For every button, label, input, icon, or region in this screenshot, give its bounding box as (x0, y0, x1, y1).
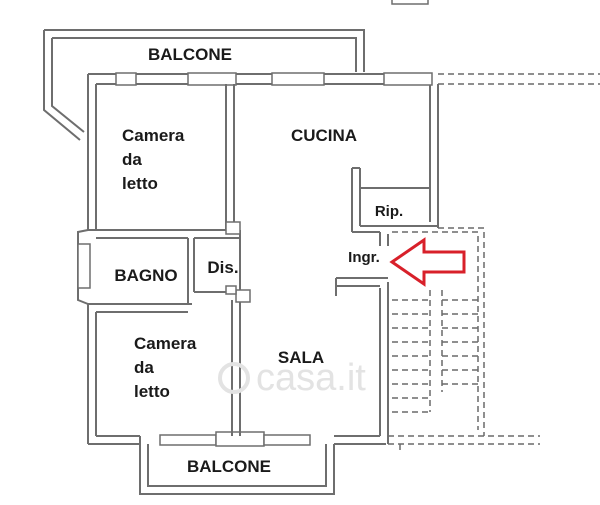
entrance-arrow (389, 237, 466, 287)
room-label-camera-bottom-line1: Camera (134, 334, 197, 353)
room-label-camera-bottom-line2: da (134, 358, 154, 377)
room-label-dis: Dis. (207, 258, 238, 277)
top-bracket (391, 0, 429, 5)
watermark: casa.it (218, 357, 366, 399)
windows (77, 72, 433, 447)
balcone-bottom-outline (139, 444, 335, 495)
room-label-camera-bottom-line3: letto (134, 382, 170, 401)
room-label-sala: SALA (278, 348, 324, 367)
room-label-camera-top-line3: letto (122, 174, 158, 193)
stairwell-dashed (388, 227, 540, 450)
interior-walls (88, 84, 438, 436)
room-label-balcone-top: BALCONE (148, 45, 232, 64)
room-label-rip: Rip. (375, 203, 403, 220)
room-label-bagno: BAGNO (114, 266, 177, 285)
room-label-ingr: Ingr. (348, 249, 380, 266)
stair-top-right (438, 73, 600, 85)
room-label-balcone-bottom: BALCONE (187, 457, 271, 476)
room-label-cucina: CUCINA (291, 126, 357, 145)
wall-posts (225, 221, 251, 303)
room-label-camera-top-line2: da (122, 150, 142, 169)
room-label-camera-top-line1: Camera (122, 126, 185, 145)
watermark-text: casa.it (256, 357, 366, 399)
balcone-top-outline (43, 29, 365, 141)
